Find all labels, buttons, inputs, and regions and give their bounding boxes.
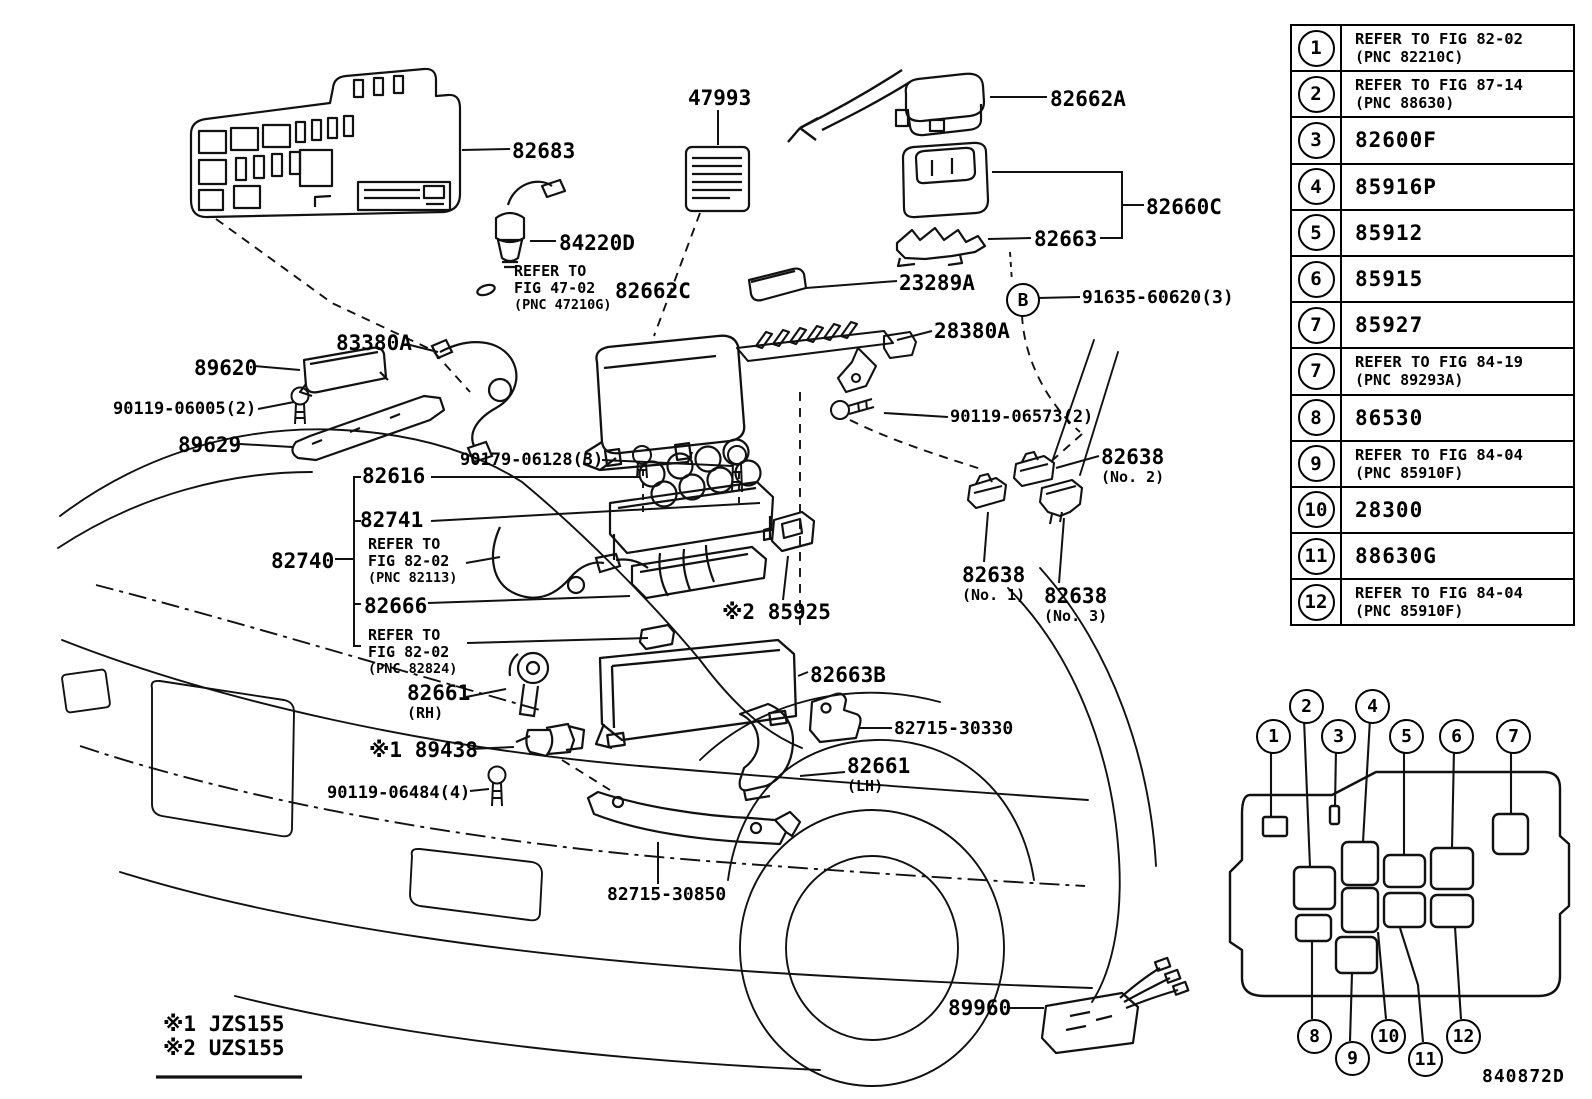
inset-callout-1: 1 bbox=[1256, 719, 1291, 754]
label-90119-06005: 90119-06005(2) bbox=[113, 399, 257, 419]
part-82660C-relay-box bbox=[901, 141, 990, 219]
part-89620-ecu bbox=[298, 346, 389, 398]
label-82715-30850: 82715-30850 bbox=[607, 884, 727, 905]
inset-callout-7: 7 bbox=[1496, 719, 1531, 754]
inset-callout-5: 5 bbox=[1389, 719, 1424, 754]
label-82638-no3: 82638(No. 3) bbox=[1044, 584, 1108, 626]
label-82661-rh: 82661(RH) bbox=[407, 681, 471, 723]
part-82616-82741-relay-block bbox=[608, 438, 775, 597]
label-82741: 82741 bbox=[360, 508, 424, 532]
part-82666-block bbox=[630, 545, 768, 651]
label-refer-fig-82-02-82824: REFER TO FIG 82-02(PNC 82824) bbox=[368, 626, 458, 677]
part-82663B-box bbox=[594, 638, 798, 750]
inset-callout-4: 4 bbox=[1355, 689, 1390, 724]
inset-fusebox-outline bbox=[1228, 770, 1571, 998]
car-body-outline bbox=[57, 339, 1157, 1087]
inset-callout-8: 8 bbox=[1297, 1019, 1332, 1054]
label-89620: 89620 bbox=[194, 356, 258, 380]
inset-callout-9: 9 bbox=[1335, 1041, 1370, 1076]
part-89960-module bbox=[1040, 956, 1190, 1055]
inset-callout-3: 3 bbox=[1321, 719, 1356, 754]
label-83380A: 83380A bbox=[336, 331, 412, 355]
inset-callout-12: 12 bbox=[1446, 1019, 1481, 1054]
part-82683-fuse-cover bbox=[189, 67, 462, 219]
ref-marker-b: B bbox=[1006, 283, 1040, 317]
legend-note-2: ※2 UZS155 bbox=[163, 1036, 285, 1060]
inset-callout-leaders bbox=[1269, 718, 1513, 1043]
part-82715-30850-bracket bbox=[586, 790, 802, 846]
part-47993-caution-label bbox=[684, 145, 751, 213]
label-82663B: 82663B bbox=[810, 663, 886, 687]
inset-callout-11: 11 bbox=[1408, 1042, 1443, 1077]
label-90119-06484: 90119-06484(4) bbox=[327, 783, 471, 803]
part-23289A-box bbox=[747, 267, 808, 302]
part-82661-RH-clamp bbox=[508, 651, 550, 718]
inset-callout-10: 10 bbox=[1371, 1019, 1406, 1054]
label-89438: ※1 89438 bbox=[369, 738, 478, 762]
label-82638-no1: 82638(No. 1) bbox=[962, 563, 1026, 605]
part-28380A-resistor bbox=[735, 320, 918, 394]
part-82662A-cover bbox=[894, 72, 986, 137]
drawing-code: 840872D bbox=[1482, 1066, 1565, 1087]
part-89438-switch bbox=[515, 722, 586, 758]
label-82660C: 82660C bbox=[1146, 195, 1222, 219]
label-89629: 89629 bbox=[178, 433, 242, 457]
part-84220D-sensor bbox=[476, 178, 567, 297]
label-47993: 47993 bbox=[688, 86, 752, 110]
curved-arrow bbox=[787, 68, 911, 143]
label-82666: 82666 bbox=[364, 594, 428, 618]
label-82740: 82740 bbox=[271, 549, 335, 573]
label-89960: 89960 bbox=[948, 996, 1012, 1020]
inset-callout-2: 2 bbox=[1289, 689, 1324, 724]
label-82662C: 82662C bbox=[615, 279, 691, 303]
label-23289A: 23289A bbox=[899, 271, 975, 295]
label-90179-06128: 90179-06128(3) bbox=[460, 450, 604, 470]
label-28380A: 28380A bbox=[934, 319, 1010, 343]
part-89629-bracket bbox=[291, 394, 446, 462]
label-82638-no2: 82638(No. 2) bbox=[1101, 445, 1165, 487]
part-82663-bracket bbox=[895, 226, 987, 268]
part-82113-wire bbox=[492, 526, 649, 599]
label-refer-fig-82-02-82113: REFER TO FIG 82-02(PNC 82113) bbox=[368, 535, 458, 586]
label-82616: 82616 bbox=[362, 464, 426, 488]
label-90119-06573: 90119-06573(2) bbox=[950, 407, 1094, 427]
label-82683: 82683 bbox=[512, 139, 576, 163]
label-82661-lh: 82661(LH) bbox=[847, 754, 911, 796]
label-91635-60620: 91635-60620(3) bbox=[1082, 287, 1234, 308]
label-84220D: 84220D bbox=[559, 231, 635, 255]
part-83380A-harness bbox=[430, 338, 518, 464]
label-82715-30330: 82715-30330 bbox=[894, 718, 1014, 739]
part-82662C-cover bbox=[582, 334, 746, 472]
label-85925: ※2 85925 bbox=[722, 600, 831, 624]
part-82638-connectors bbox=[966, 450, 1084, 525]
label-refer-fig-47-02: REFER TO FIG 47-02(PNC 47210G) bbox=[514, 262, 612, 313]
label-82663: 82663 bbox=[1034, 227, 1098, 251]
inset-callout-6: 6 bbox=[1439, 719, 1474, 754]
legend-note-1: ※1 JZS155 bbox=[163, 1012, 285, 1036]
label-82662A: 82662A bbox=[1050, 87, 1126, 111]
leader-lines bbox=[239, 96, 1144, 1009]
dashed-construction-lines bbox=[79, 212, 1086, 887]
part-85925-connector bbox=[762, 510, 816, 553]
part-82715-30330-bracket bbox=[808, 692, 862, 744]
part-82661-LH-elbow bbox=[738, 702, 795, 802]
